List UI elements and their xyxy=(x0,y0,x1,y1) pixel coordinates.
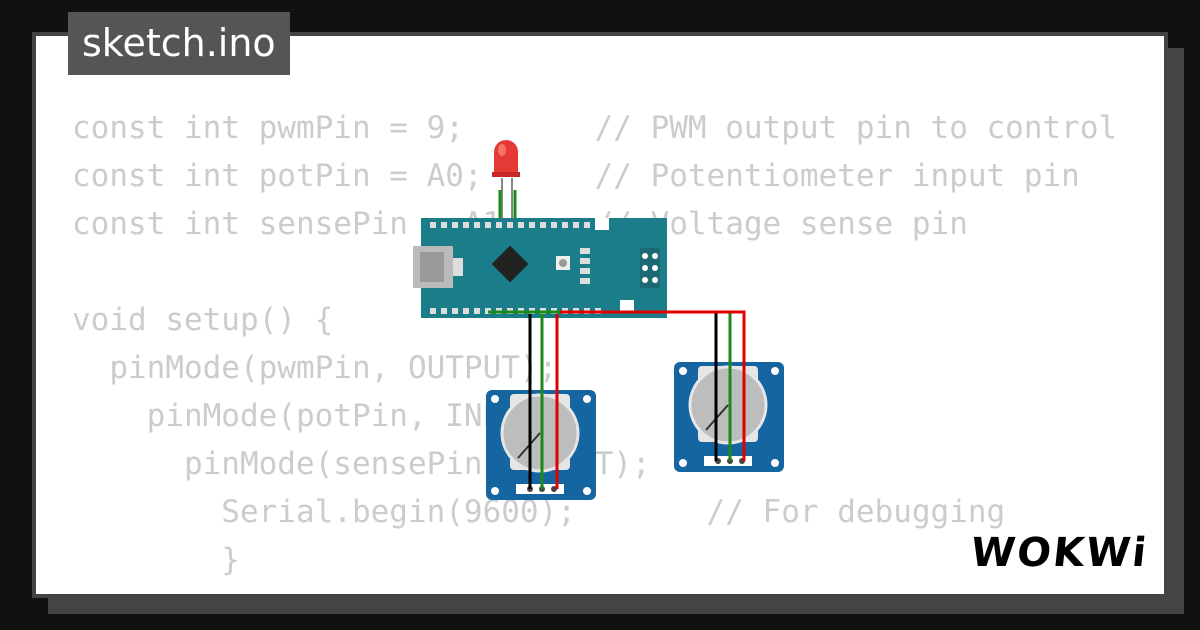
wokwi-logo: WOKWi xyxy=(968,530,1151,576)
filename-tab[interactable]: sketch.ino xyxy=(68,12,290,75)
code-listing: const int pwmPin = 9; // PWM output pin … xyxy=(72,104,1117,584)
code-line: } xyxy=(72,542,240,578)
code-line: const int pwmPin = 9; // PWM output pin … xyxy=(72,110,1118,146)
code-line: const int potPin = A0; // Potentiometer … xyxy=(72,158,1080,194)
arduino-nano[interactable] xyxy=(413,218,667,318)
code-line: pinMode(pwmPin, OUTPUT); xyxy=(72,350,558,386)
code-line: void setup() { xyxy=(72,302,334,338)
code-line: Serial.begin(9600); // For debugging xyxy=(72,494,1006,530)
wire-vcc-2 xyxy=(560,310,746,461)
